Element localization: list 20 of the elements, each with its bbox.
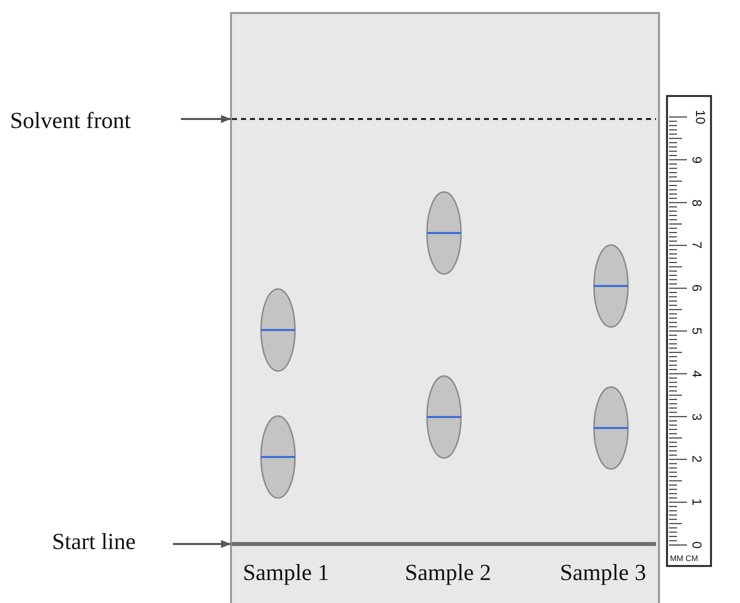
callout-label: Solvent front xyxy=(10,108,131,134)
scale-number: 3 xyxy=(690,412,704,420)
scale-number: 4 xyxy=(690,370,704,378)
scale-number: 1 xyxy=(690,498,704,506)
sample-label: Sample 1 xyxy=(242,560,330,586)
scale-number: 6 xyxy=(690,284,704,292)
arrow xyxy=(181,115,231,123)
sample-label: Sample 2 xyxy=(404,560,492,586)
start-line xyxy=(232,539,656,549)
arrow xyxy=(173,540,231,548)
scale-number: 0 xyxy=(690,541,704,549)
scale-number: 9 xyxy=(690,156,704,164)
callout-label: Start line xyxy=(52,529,136,555)
scale-number: 5 xyxy=(690,327,704,335)
scale-number: 8 xyxy=(690,198,704,206)
scale-number: 7 xyxy=(690,242,704,249)
scale-number: 2 xyxy=(690,456,704,463)
unit-label: MM CM xyxy=(670,554,698,563)
scale-number: 10 xyxy=(693,110,708,124)
sample-label: Sample 3 xyxy=(558,560,648,586)
